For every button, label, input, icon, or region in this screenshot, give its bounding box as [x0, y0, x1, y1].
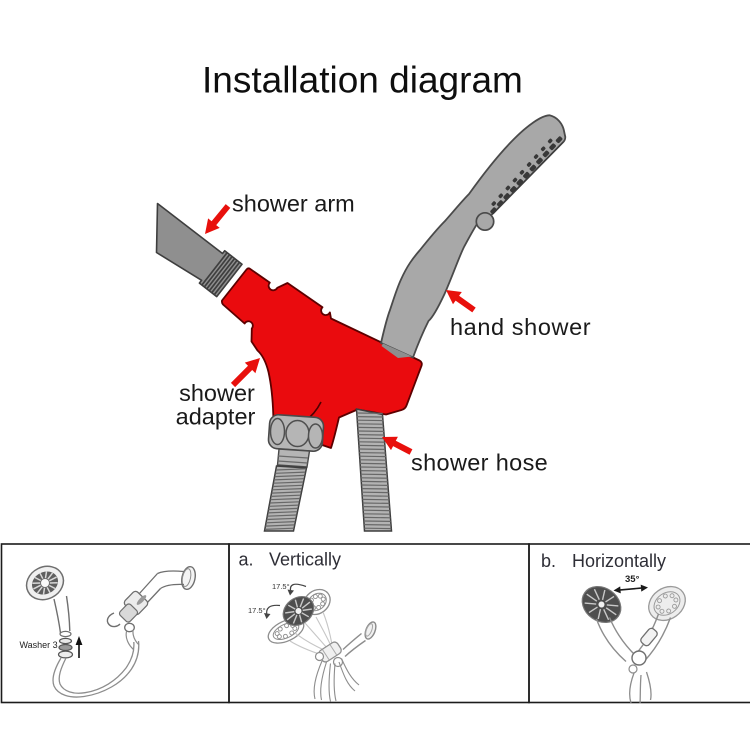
svg-text:b.: b. [541, 551, 556, 571]
svg-text:17.5°: 17.5° [272, 582, 290, 591]
svg-text:a.: a. [239, 550, 254, 570]
svg-text:adapter: adapter [176, 404, 256, 430]
svg-text:hand shower: hand shower [450, 314, 591, 340]
svg-text:shower: shower [179, 380, 255, 406]
svg-text:17.5°: 17.5° [248, 606, 266, 615]
svg-text:Vertically: Vertically [269, 550, 341, 570]
svg-text:Installation diagram: Installation diagram [202, 60, 523, 101]
svg-text:35°: 35° [625, 574, 640, 585]
svg-text:Washer 3: Washer 3 [20, 640, 58, 650]
svg-text:shower arm: shower arm [232, 191, 355, 217]
svg-text:shower hose: shower hose [411, 450, 548, 476]
svg-text:Horizontally: Horizontally [572, 551, 666, 571]
